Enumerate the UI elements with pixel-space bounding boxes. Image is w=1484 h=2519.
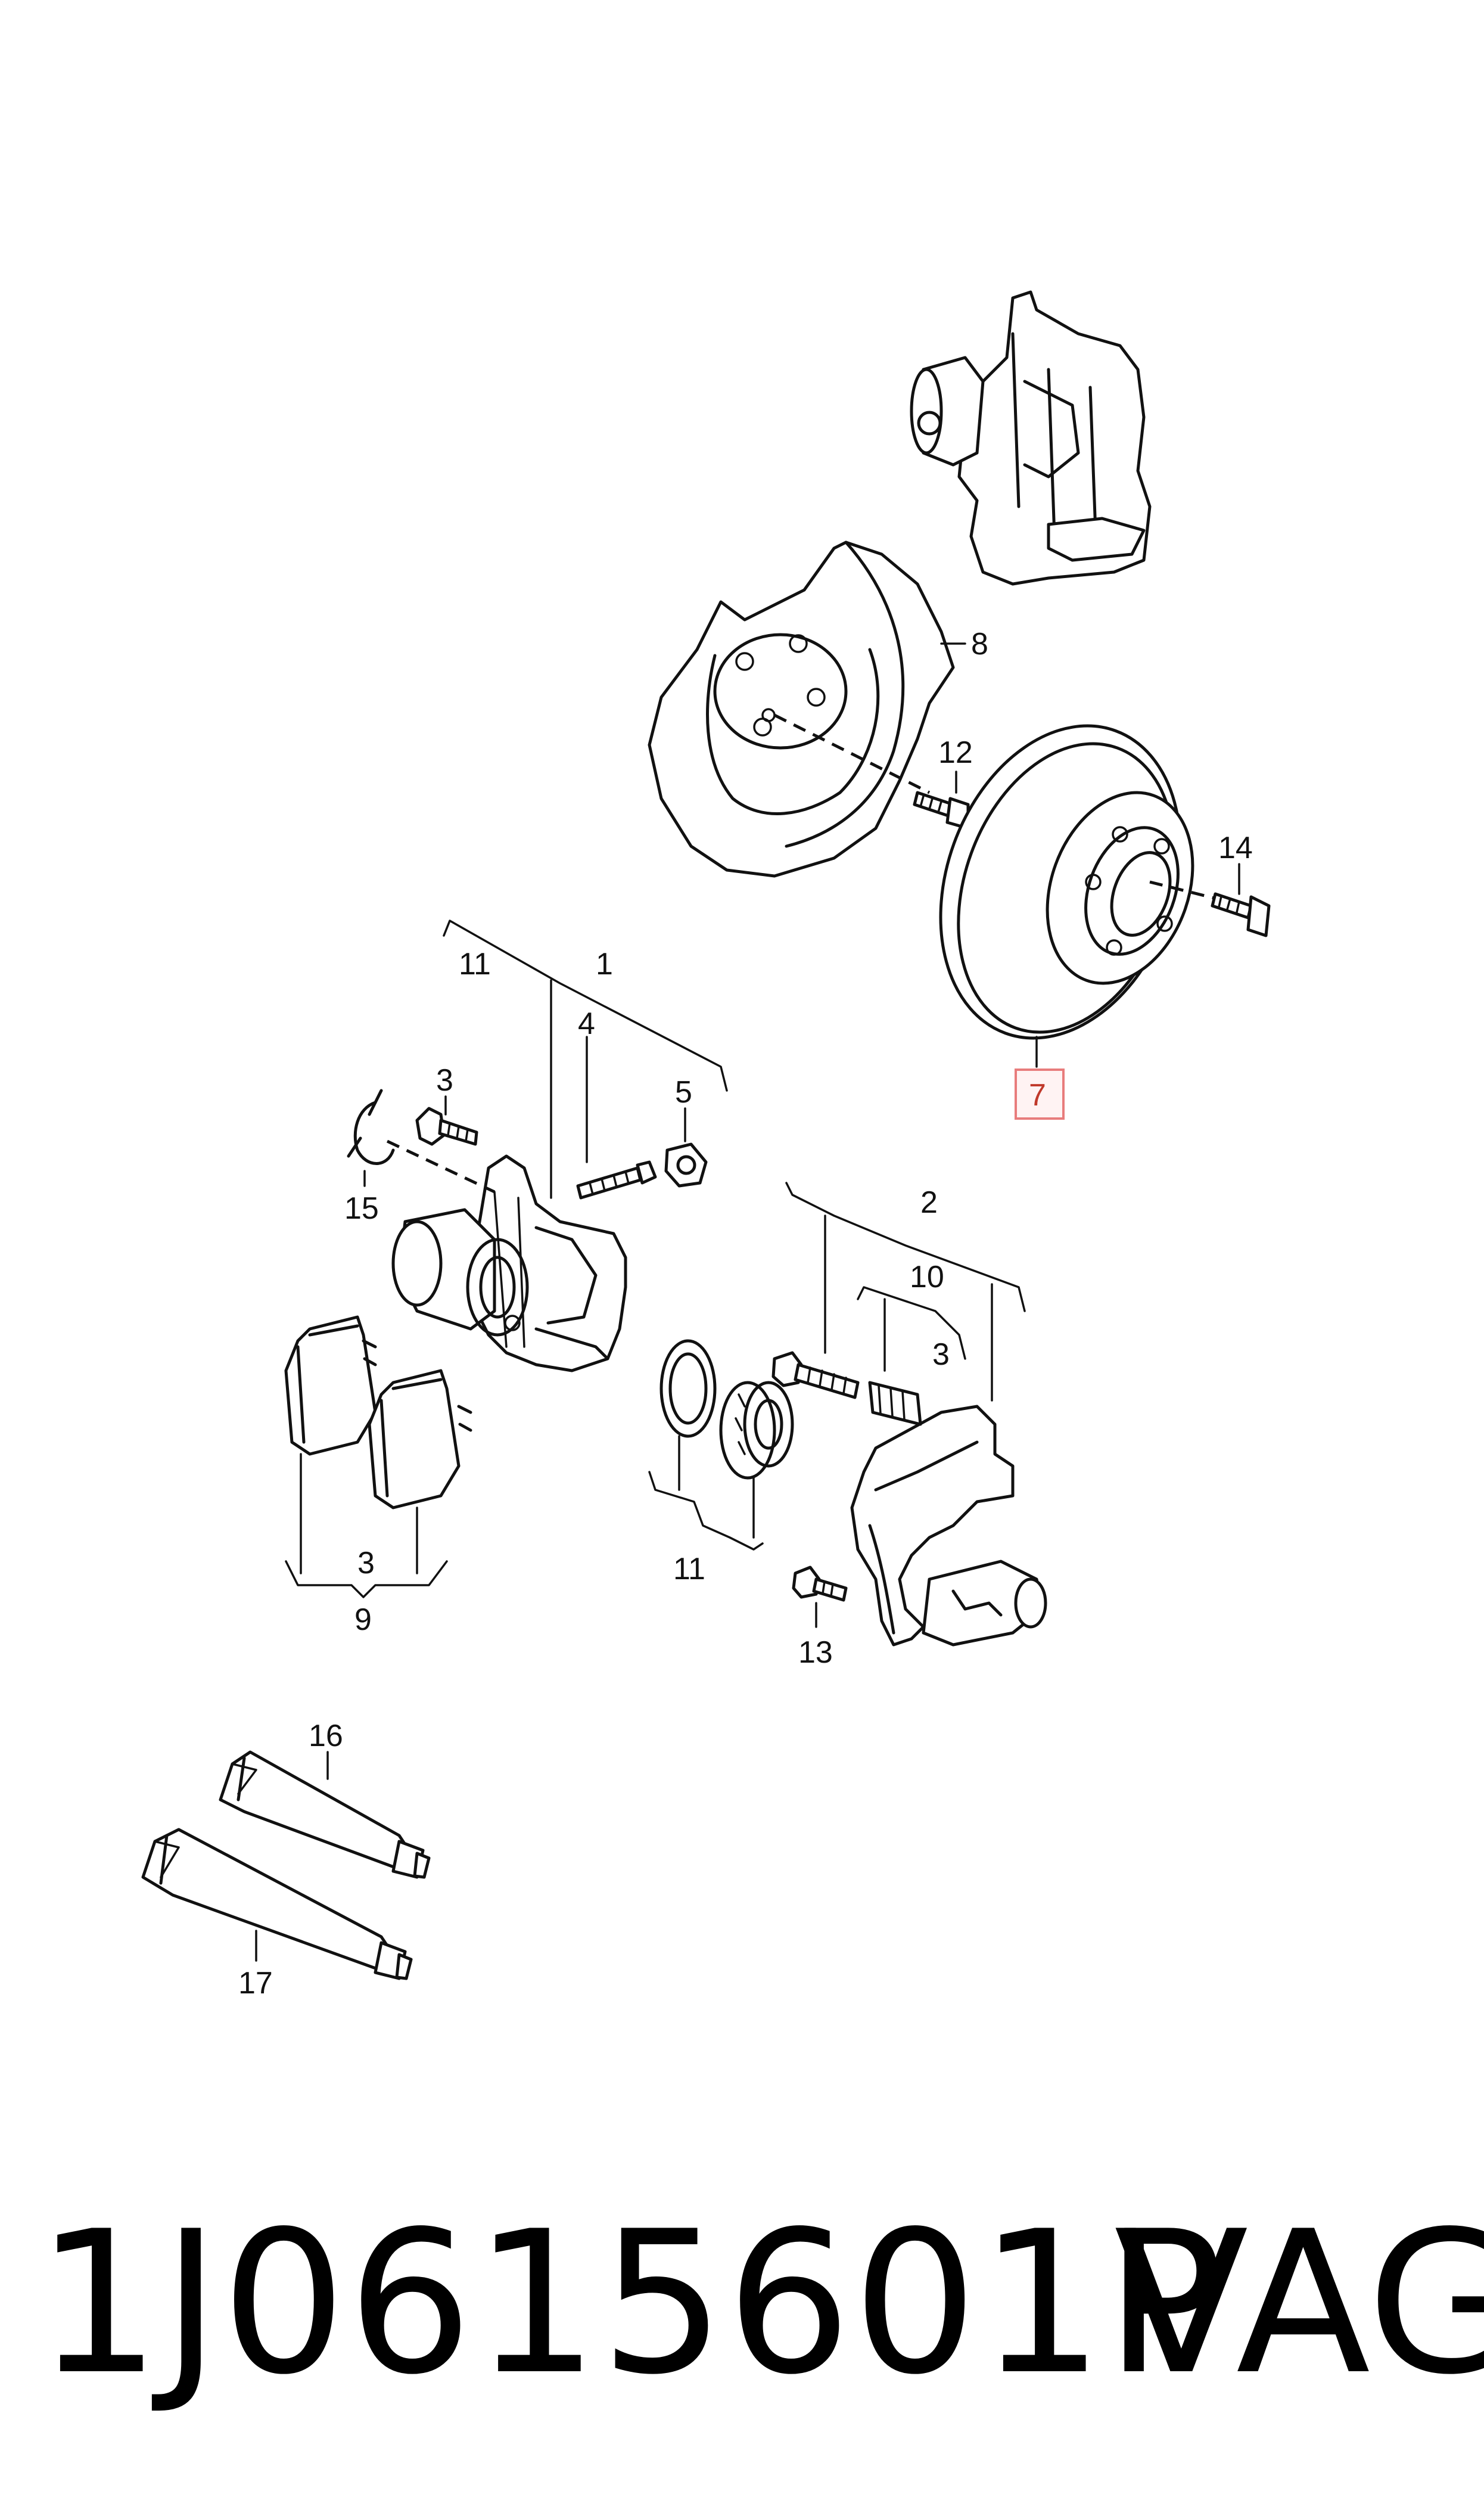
callout-9: 9 <box>354 1602 372 1637</box>
bolt-12 <box>913 791 970 830</box>
brand-label: VAG <box>1114 2189 1484 2418</box>
callout-12: 12 <box>938 735 973 770</box>
backing-plate <box>648 541 955 878</box>
callout-2: 2 <box>920 1185 938 1220</box>
callout-3-caliper: 3 <box>436 1063 453 1098</box>
countersunk-screw-14 <box>1211 892 1271 937</box>
guide-sleeve-10 <box>868 1381 922 1426</box>
callout-7-highlight <box>1015 1069 1065 1120</box>
grease-tube-16 <box>219 1750 431 1879</box>
callout-14: 14 <box>1218 831 1253 865</box>
group-bracket-11-bottom <box>648 1435 764 1551</box>
part-number: 1J0615601P <box>36 2189 1225 2418</box>
callout-3-pads: 3 <box>357 1546 375 1580</box>
callout-7: 7 <box>1029 1078 1046 1113</box>
bolt-13 <box>792 1566 848 1602</box>
brake-disc <box>939 724 1194 1040</box>
guide-pin-4 <box>576 1160 657 1200</box>
brake-carrier <box>850 1405 1047 1647</box>
spring-clip-15 <box>347 1089 395 1165</box>
alignment-line-disc-screw <box>1149 880 1222 902</box>
bolt-3-caliper <box>415 1107 478 1146</box>
group-bracket-2 <box>785 1182 1026 1312</box>
callout-17: 17 <box>238 1966 273 2001</box>
callout-16: 16 <box>309 1719 343 1753</box>
brake-caliper <box>391 1154 627 1372</box>
callout-10: 10 <box>910 1260 944 1294</box>
callout-1: 1 <box>596 947 613 981</box>
group-bracket-10 <box>857 1286 966 1372</box>
callout-11-top: 11 <box>459 947 491 981</box>
group-bracket-1 <box>443 920 728 1092</box>
brake-caliper-assembly-top <box>910 290 1152 586</box>
seal-ring <box>659 1339 717 1438</box>
alignment-line-backing-plate <box>773 713 931 794</box>
bolt-3-carrier <box>771 1351 860 1399</box>
alignment-line-bolt-3 <box>386 1139 496 1194</box>
callout-15: 15 <box>344 1191 379 1226</box>
callout-11-bottom: 11 <box>673 1552 705 1586</box>
callout-13: 13 <box>798 1635 833 1670</box>
callout-5: 5 <box>675 1075 692 1110</box>
callout-3-carrier: 3 <box>932 1337 950 1372</box>
group-bracket-9 <box>285 1453 448 1598</box>
dust-boot <box>719 1381 794 1480</box>
brake-pad-right <box>368 1369 472 1509</box>
brake-pad-left <box>284 1315 377 1456</box>
grease-tube-17 <box>141 1828 413 1980</box>
bleed-valve-5 <box>664 1142 708 1188</box>
callout-4: 4 <box>578 1007 595 1041</box>
callout-8: 8 <box>971 627 988 661</box>
